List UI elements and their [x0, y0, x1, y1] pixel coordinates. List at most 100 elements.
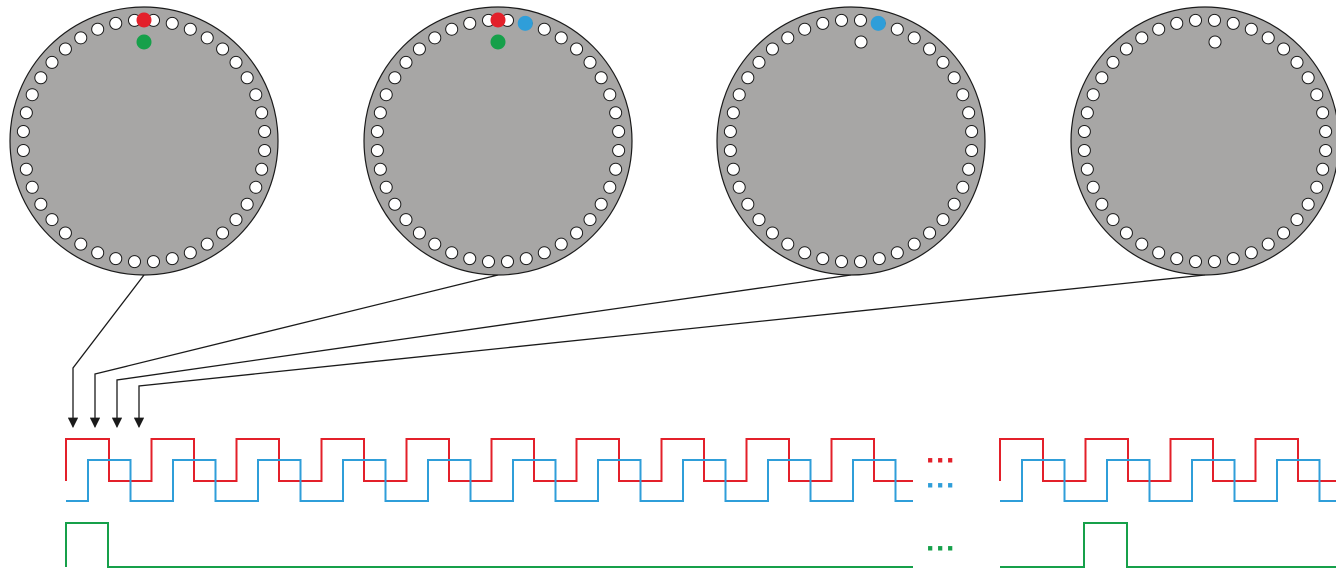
slot-hole — [1319, 143, 1333, 157]
slot-hole — [741, 197, 755, 211]
slot-hole — [183, 22, 197, 36]
slot-hole — [373, 162, 387, 176]
slot-hole — [1077, 143, 1091, 157]
slot-hole — [765, 226, 779, 240]
slot-hole — [91, 246, 105, 260]
slot-hole — [16, 143, 30, 157]
slot-hole — [723, 143, 737, 157]
slot-hole — [258, 143, 272, 157]
slot-hole — [798, 246, 812, 260]
leader-arrow-4 — [133, 274, 1206, 429]
slot-hole — [583, 213, 597, 227]
gap-marker-signal-a: ··· — [926, 444, 956, 477]
slot-hole — [781, 31, 795, 45]
slot-hole — [936, 213, 950, 227]
slot-hole — [370, 143, 384, 157]
signal-a-trace-after-gap — [999, 438, 1336, 482]
slot-hole — [373, 106, 387, 120]
slot-hole — [554, 237, 568, 251]
slot-hole — [1301, 71, 1315, 85]
slot-hole — [463, 252, 477, 266]
gap-marker-signal-b: ··· — [926, 469, 956, 502]
slot-hole — [907, 31, 921, 45]
slot-hole — [1189, 255, 1203, 269]
disc-position-2 — [363, 6, 633, 276]
slot-hole — [34, 197, 48, 211]
slot-hole — [853, 13, 867, 27]
slot-hole — [583, 55, 597, 69]
slot-hole — [1135, 31, 1149, 45]
disc-position-4 — [1070, 6, 1336, 276]
leader-arrow-1 — [67, 274, 145, 429]
slot-hole — [765, 42, 779, 56]
index-hole — [1208, 35, 1222, 49]
slot-hole — [91, 22, 105, 36]
slot-hole — [1170, 16, 1184, 30]
slot-hole — [412, 226, 426, 240]
signal-traces — [65, 438, 1336, 568]
signal-a-trace — [65, 438, 913, 482]
slot-hole — [1244, 22, 1258, 36]
slot-hole — [240, 197, 254, 211]
slot-hole — [1077, 125, 1091, 139]
slot-hole — [752, 213, 766, 227]
signal-b-trace — [66, 459, 913, 502]
slot-hole — [183, 246, 197, 260]
slot-hole — [923, 42, 937, 56]
index-hole — [854, 35, 868, 49]
slot-hole — [594, 197, 608, 211]
slot-hole — [723, 125, 737, 139]
slot-hole — [399, 213, 413, 227]
disc-position-1 — [9, 6, 279, 276]
slot-hole — [16, 125, 30, 139]
slot-hole — [128, 255, 142, 269]
slot-hole — [1316, 162, 1330, 176]
slot-hole — [58, 42, 72, 56]
slot-hole — [34, 71, 48, 85]
slot-hole — [609, 162, 623, 176]
slot-hole — [445, 22, 459, 36]
sensor-a-dot — [136, 12, 152, 28]
leader-arrow-3 — [111, 274, 852, 429]
slot-hole — [1170, 252, 1184, 266]
signal-b-trace-after-gap — [1000, 459, 1336, 502]
slot-hole — [1290, 213, 1304, 227]
slot-hole — [741, 71, 755, 85]
slot-hole — [835, 13, 849, 27]
slot-hole — [1310, 180, 1324, 194]
slot-hole — [370, 125, 384, 139]
slot-hole — [1152, 22, 1166, 36]
slot-hole — [388, 71, 402, 85]
slot-hole — [816, 252, 830, 266]
slot-hole — [428, 31, 442, 45]
slot-hole — [428, 237, 442, 251]
slot-hole — [1226, 16, 1240, 30]
slot-hole — [379, 180, 393, 194]
slot-hole — [1226, 252, 1240, 266]
slot-hole — [45, 213, 59, 227]
slot-hole — [1152, 246, 1166, 260]
sensor-a-dot — [490, 12, 506, 28]
slot-hole — [726, 162, 740, 176]
slot-hole — [255, 162, 269, 176]
slot-hole — [74, 237, 88, 251]
leader-arrows — [67, 274, 1206, 429]
slot-hole — [463, 16, 477, 30]
slot-hole — [835, 255, 849, 269]
slot-hole — [216, 226, 230, 240]
slot-hole — [25, 180, 39, 194]
disc-position-3 — [716, 6, 986, 276]
slot-hole — [109, 16, 123, 30]
slot-hole — [25, 88, 39, 102]
slot-hole — [240, 71, 254, 85]
index-trace-after-gap — [1000, 522, 1336, 568]
slot-hole — [1095, 71, 1109, 85]
index-sensor-dot — [490, 34, 506, 50]
slot-hole — [956, 180, 970, 194]
slot-hole — [249, 180, 263, 194]
slot-hole — [537, 246, 551, 260]
leader-arrow-2 — [89, 274, 499, 429]
slot-hole — [1277, 226, 1291, 240]
slot-hole — [872, 252, 886, 266]
slot-hole — [1106, 213, 1120, 227]
